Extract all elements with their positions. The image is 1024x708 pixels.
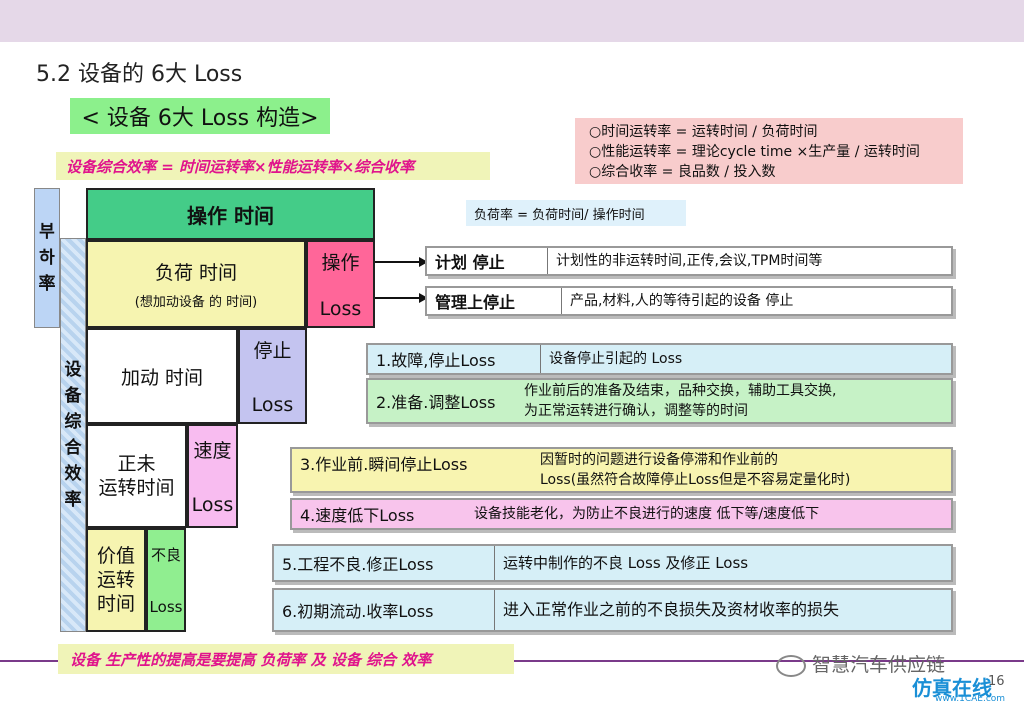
- block-label: 正未: [117, 453, 156, 475]
- side-char: 合: [64, 438, 82, 458]
- loss-desc: 作业前后的准备及结束，品种交换，辅助工具交换, 为正常运转进行确认，调整等的时间: [516, 380, 836, 422]
- side-char: 부: [39, 222, 55, 242]
- loss-4-row: 4.速度低下Loss 设备技能老化，为防止不良进行的速度 低下等/速度低下: [290, 498, 953, 530]
- plan-stop-row: 计划 停止 计划性的非运转时间,正传,会议,TPM时间等: [425, 246, 953, 276]
- loss-desc: 计划性的非运转时间,正传,会议,TPM时间等: [547, 248, 822, 274]
- side-char: 率: [64, 490, 82, 510]
- slide-title: 5.2 设备的 6大 Loss: [36, 62, 243, 87]
- block-label: Loss: [251, 394, 294, 416]
- loss-1-row: 1.故障,停止Loss 设备停止引起的 Loss: [366, 343, 953, 375]
- watermark-text: 智慧汽车供应链: [812, 654, 946, 676]
- site-url: www.1CAE.com: [935, 694, 1006, 704]
- loss-desc: 运转中制作的不良 Loss 及修正 Loss: [494, 546, 748, 580]
- loss-label: 2.准备.调整Loss: [376, 393, 496, 412]
- top-banner: [0, 0, 1024, 42]
- arrow-head-icon: [419, 293, 428, 303]
- load-time-label: 负荷 时间: [154, 262, 238, 284]
- desc-line: 设备技能老化，为防止不良进行的速度 低下等/速度低下: [474, 506, 820, 522]
- mgmt-stop-row: 管理上停止 产品,材料,人的等待引起的设备 停止: [425, 286, 953, 316]
- loss-label: 6.初期流动.收率Loss: [282, 602, 434, 621]
- defect-loss-block: 不良 Loss: [146, 528, 186, 632]
- load-rate-formula: 负荷率 = 负荷时间/ 操作时间: [466, 200, 686, 226]
- loss-desc: 进入正常作业之前的不良损失及资材收率的损失: [494, 590, 839, 630]
- load-time-sublabel: (想加动设备 的 时间): [134, 295, 258, 310]
- side-char: 备: [64, 386, 82, 406]
- structure-title: < 设备 6大 Loss 构造>: [70, 98, 330, 134]
- load-time-block: 负荷 时间 (想加动设备 的 时间): [86, 240, 306, 328]
- desc-line: 为正常运转进行确认，调整等的时间: [524, 403, 748, 419]
- block-label: Loss: [319, 298, 362, 320]
- loss-desc: 产品,材料,人的等待引起的设备 停止: [561, 288, 793, 314]
- wechat-icon: [776, 654, 806, 677]
- block-label: Loss: [191, 494, 234, 516]
- loss-5-row: 5.工程不良.修正Loss 运转中制作的不良 Loss 及修正 Loss: [272, 544, 953, 582]
- speed-loss-block: 速度 Loss: [187, 424, 238, 528]
- operation-time-block: 操作 时间: [86, 188, 375, 240]
- running-time-block: 加动 时间: [86, 328, 238, 424]
- side-char: 综: [64, 412, 82, 432]
- page-number: 16: [988, 674, 1005, 689]
- side-char: 하: [39, 248, 55, 268]
- watermark: 智慧汽车供应链: [776, 650, 945, 677]
- block-label: 停止: [253, 340, 292, 362]
- formula-line: ○性能运转率 = 理论cycle time ×生产量 / 运转时间: [589, 144, 920, 160]
- desc-line: Loss(虽然符合故障停止Loss但是不容易定量化时): [540, 472, 851, 488]
- side-char: 效: [64, 464, 82, 484]
- loss-2-row: 2.准备.调整Loss 作业前后的准备及结束，品种交换，辅助工具交换, 为正常运…: [366, 378, 953, 424]
- desc-line: 设备停止引起的 Loss: [549, 351, 683, 367]
- loss-3-row: 3.作业前.瞬间停止Loss 因暂时的问题进行设备停滞和作业前的 Loss(虽然…: [290, 447, 953, 493]
- loss-label: 管理上停止: [435, 293, 516, 312]
- load-rate-side-label: 부 하 率: [34, 188, 60, 328]
- side-char: 率: [38, 274, 56, 294]
- block-label: 操作: [321, 252, 360, 274]
- block-label: 时间: [96, 593, 135, 615]
- oee-formula: 设备综合效率 = 时间运转率×性能运转率×综合收率: [56, 152, 490, 180]
- desc-line: 作业前后的准备及结束，品种交换，辅助工具交换,: [524, 383, 837, 399]
- bottom-note: 设备 生产性的提高是要提高 负荷率 及 设备 综合 效率: [58, 644, 514, 674]
- formula-line: ○综合收率 = 良品数 / 投入数: [589, 164, 776, 180]
- loss-label: 计划 停止: [435, 253, 505, 272]
- loss-6-row: 6.初期流动.收率Loss 进入正常作业之前的不良损失及资材收率的损失: [272, 588, 953, 632]
- loss-label: 4.速度低下Loss: [300, 506, 415, 525]
- loss-label: 5.工程不良.修正Loss: [282, 555, 434, 574]
- side-char: 设: [64, 360, 82, 380]
- desc-line: 进入正常作业之前的不良损失及资材收率的损失: [503, 600, 840, 619]
- block-label: 价值: [96, 545, 135, 567]
- block-label: 不良: [150, 546, 181, 564]
- desc-line: 运转中制作的不良 Loss 及修正 Loss: [503, 554, 749, 572]
- value-time-block: 价值 运转 时间: [86, 528, 146, 632]
- formula-box: ○时间运转率 = 运转时间 / 负荷时间 ○性能运转率 = 理论cycle ti…: [575, 118, 963, 184]
- site-logo: 仿真在线: [912, 676, 992, 700]
- desc-line: 因暂时的问题进行设备停滞和作业前的: [540, 452, 778, 468]
- formula-line: ○时间运转率 = 运转时间 / 负荷时间: [589, 124, 818, 140]
- block-label: 运转: [96, 569, 135, 591]
- loss-desc: 因暂时的问题进行设备停滞和作业前的 Loss(虽然符合故障停止Loss但是不容易…: [522, 449, 850, 491]
- block-label: 速度: [193, 440, 232, 462]
- stop-loss-block: 停止 Loss: [238, 328, 307, 424]
- loss-desc: 设备停止引起的 Loss: [540, 345, 682, 373]
- net-running-time-block: 正未 运转时间: [86, 424, 187, 528]
- loss-label: 1.故障,停止Loss: [376, 351, 496, 370]
- arrow-connectors: [375, 257, 428, 303]
- block-label: Loss: [149, 598, 183, 616]
- loss-label: 3.作业前.瞬间停止Loss: [300, 455, 468, 474]
- oee-side-label: 设 备 综 合 效 率: [60, 238, 86, 632]
- block-label: 运转时间: [98, 477, 175, 499]
- operation-loss-block: 操作 Loss: [306, 240, 375, 328]
- loss-desc: 设备技能老化，为防止不良进行的速度 低下等/速度低下: [466, 500, 819, 528]
- arrow-head-icon: [419, 257, 428, 267]
